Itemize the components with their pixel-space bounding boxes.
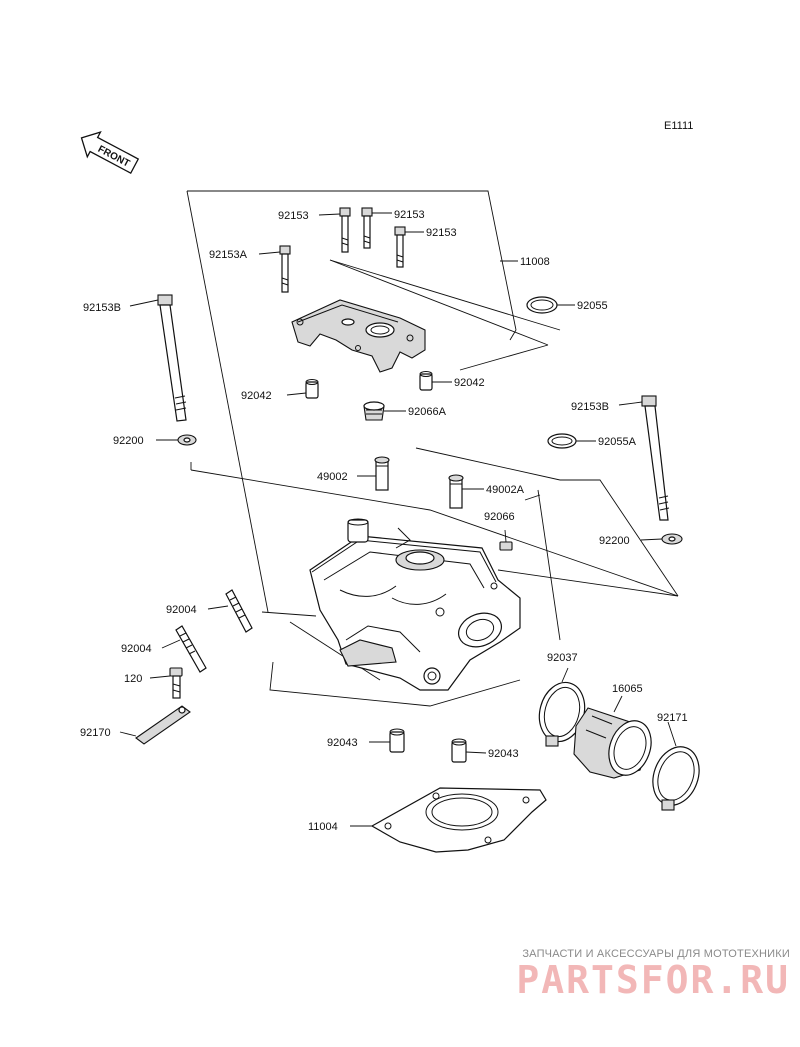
label-92153-3: 92153 [426, 227, 457, 239]
label-92153a: 92153A [209, 249, 248, 261]
label-120: 120 [124, 673, 142, 685]
label-92170: 92170 [80, 727, 111, 739]
long-bolt-92153b-left [157, 294, 187, 422]
bolt-92153a [279, 245, 291, 293]
long-bolt-92153b-right [641, 395, 670, 521]
o-ring-92055a [547, 433, 577, 449]
dowel-92042-right [419, 371, 433, 391]
label-92153b-left: 92153B [83, 302, 121, 314]
watermark: ЗАПЧАСТИ И АКСЕССУАРЫ ДЛЯ МОТОТЕХНИКИ PA… [470, 948, 790, 1000]
bolt-92153-right [394, 226, 406, 268]
head-gasket-11004 [370, 787, 547, 853]
label-92043-left: 92043 [327, 737, 358, 749]
o-ring-92055 [526, 296, 558, 314]
plug-92066a [363, 401, 385, 421]
label-11004: 11004 [308, 821, 338, 833]
dowel-92043-right [451, 738, 467, 763]
watermark-caption: ЗАПЧАСТИ И АКСЕССУАРЫ ДЛЯ МОТОТЕХНИКИ [522, 948, 790, 960]
stud-92004-top [225, 589, 253, 633]
label-49002: 49002 [317, 471, 348, 483]
dowel-92043-left [389, 728, 405, 753]
bolt-92153-middle [361, 207, 373, 249]
label-92055a: 92055A [598, 436, 637, 448]
label-92200-right: 92200 [599, 535, 630, 547]
diagram-code: E1111 [664, 120, 693, 132]
clamp-92171 [652, 746, 700, 811]
bolt-120 [169, 667, 183, 699]
label-92042-left: 92042 [241, 390, 272, 402]
label-92004-bottom: 92004 [121, 643, 152, 655]
label-92171: 92171 [657, 712, 688, 724]
assembly-frame [186, 190, 679, 707]
plug-92066 [499, 541, 513, 551]
watermark-brand: PARTSFOR.RU [516, 958, 790, 1002]
label-16065: 16065 [612, 683, 643, 695]
valve-guide-49002a [448, 474, 464, 509]
washer-92200-right [661, 533, 683, 545]
dowel-92042-left [305, 379, 319, 399]
label-11008: 11008 [520, 256, 550, 268]
label-92153-2: 92153 [394, 209, 425, 221]
label-92066: 92066 [484, 511, 515, 523]
label-92153-1: 92153 [278, 210, 309, 222]
camshaft-cap [291, 299, 426, 373]
cylinder-head [309, 518, 521, 691]
label-92004-top: 92004 [166, 604, 197, 616]
leader-lines [119, 212, 677, 827]
stud-92004-bottom [175, 625, 207, 673]
bolt-92153-left [339, 207, 351, 253]
label-49002a: 49002A [486, 484, 525, 496]
front-arrow-icon: FRONT [80, 131, 140, 175]
plate-92170 [135, 705, 191, 745]
label-92037: 92037 [547, 652, 578, 664]
part-labels: 92153 92153 92153 92153A 11008 92153B 92… [80, 209, 688, 833]
washer-92200-left [177, 434, 197, 446]
label-92153b-right: 92153B [571, 401, 609, 413]
label-92055: 92055 [577, 300, 608, 312]
label-92066a: 92066A [408, 406, 447, 418]
holder-16065 [573, 707, 652, 779]
valve-guide-49002 [374, 456, 390, 491]
label-92043-right: 92043 [488, 748, 519, 760]
label-92200-left: 92200 [113, 435, 144, 447]
label-92042-right: 92042 [454, 377, 485, 389]
